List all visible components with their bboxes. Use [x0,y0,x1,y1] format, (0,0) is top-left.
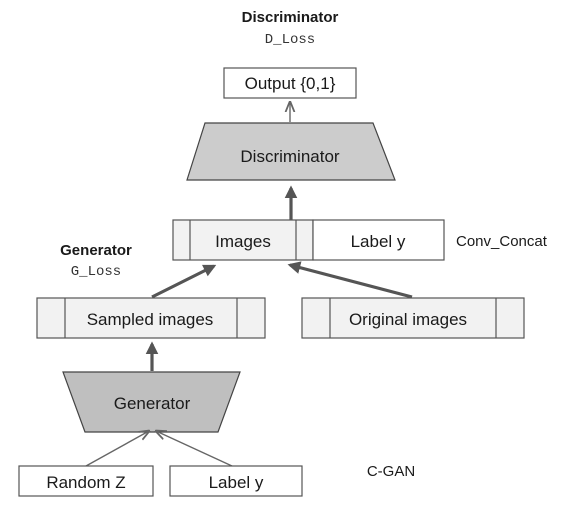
conv-concat-annotation: Conv_Concat [456,233,548,250]
discriminator-title: Discriminator [242,9,339,26]
random-z-label: Random Z [46,473,125,492]
discriminator-loss: D_Loss [265,32,315,48]
arrow-random-z-to-generator [85,431,149,467]
arrow-original-to-images [287,261,413,299]
random-z-node: Random Z [18,465,154,497]
arrow-sampled-to-images [151,264,217,299]
arrow-label-y-to-generator [156,431,233,467]
label-y-concat-label: Label y [351,232,406,251]
output-node: Output {0,1} [223,67,357,99]
generator-node: Generator [62,371,241,433]
output-label: Output {0,1} [245,74,336,93]
generator-label: Generator [114,394,191,413]
label-y-input-label: Label y [209,473,264,492]
sampled-images-label: Sampled images [87,310,214,329]
images-label: Images [215,232,271,251]
label-y-input-node: Label y [169,465,303,497]
generator-loss: G_Loss [71,264,121,280]
discriminator-label: Discriminator [240,147,340,166]
sampled-images-node: Sampled images [36,297,266,339]
generator-title: Generator [60,242,132,259]
original-images-label: Original images [349,310,467,329]
original-images-node: Original images [301,297,525,339]
discriminator-node: Discriminator [186,122,396,181]
concat-row: Images Label y [172,219,445,261]
model-name-annotation: C-GAN [367,463,415,480]
